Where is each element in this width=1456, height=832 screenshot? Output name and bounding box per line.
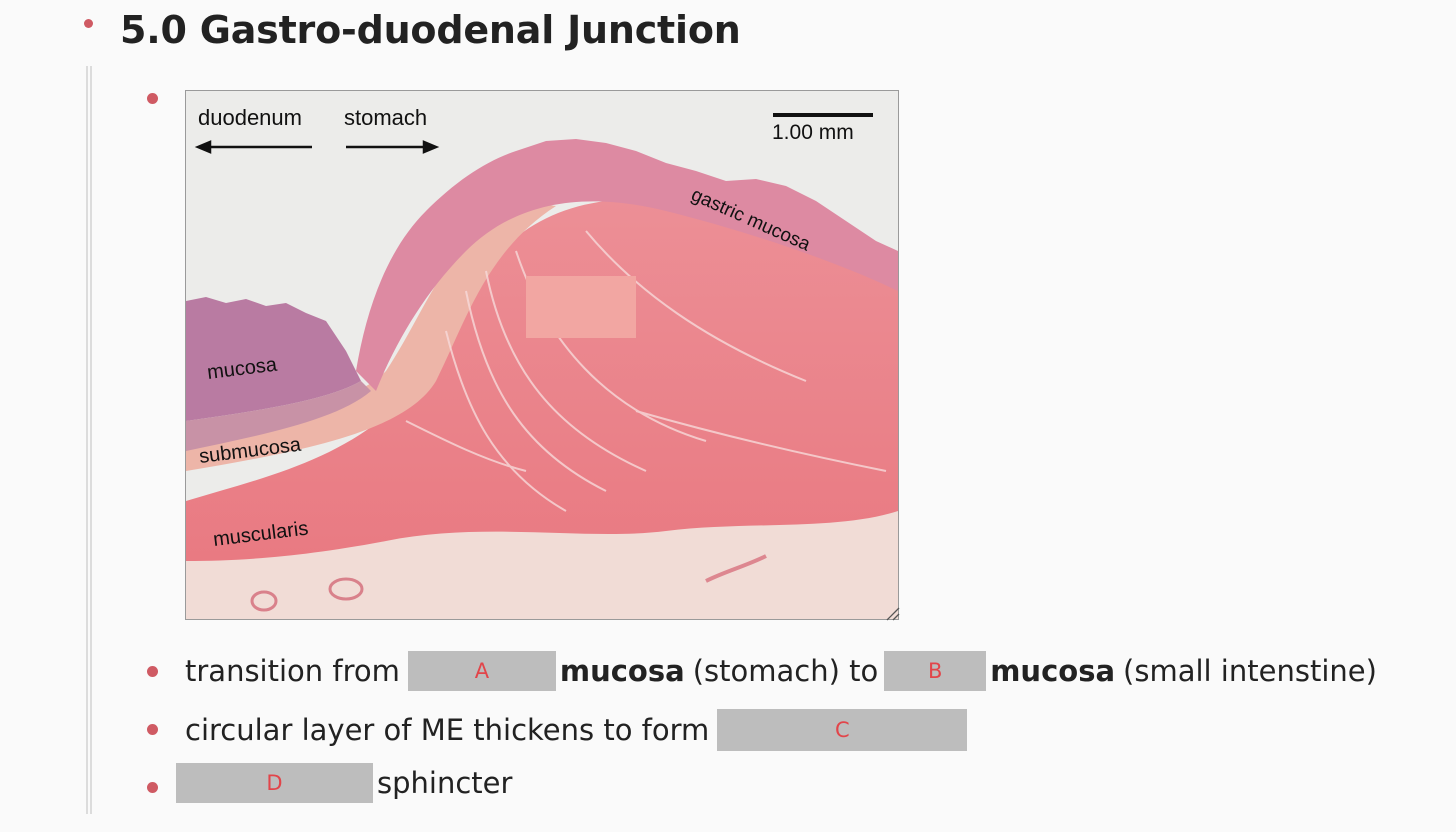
- bullet-dot: [147, 666, 158, 677]
- resize-handle-icon[interactable]: [884, 605, 900, 621]
- blank-b[interactable]: B: [884, 651, 987, 691]
- stomach-label: stomach: [344, 105, 427, 130]
- bullet-text: circular layer of ME thickens to form: [185, 713, 710, 747]
- bullet-sphincter: D sphincter: [176, 763, 512, 803]
- outline-guide-line: [86, 66, 88, 814]
- bullet-text: transition from: [185, 654, 400, 688]
- bold-term: mucosa: [990, 654, 1116, 688]
- bold-term: mucosa: [559, 654, 685, 688]
- duodenum-label: duodenum: [198, 105, 302, 130]
- bullet-circular-layer: circular layer of ME thickens to form C: [185, 709, 968, 751]
- outline-guide-line: [90, 66, 92, 814]
- bullet-text: sphincter: [377, 766, 513, 800]
- heading-bullet: [84, 19, 93, 28]
- scale-bar-label: 1.00 mm: [772, 121, 854, 144]
- histology-figure[interactable]: duodenum stomach 1.00 mm gastric mucosa …: [185, 90, 899, 620]
- bullet-dot: [147, 782, 158, 793]
- blank-c[interactable]: C: [717, 709, 968, 751]
- bullet-dot: [147, 724, 158, 735]
- bullet-text: (small intenstine): [1123, 654, 1377, 688]
- blank-d[interactable]: D: [176, 763, 373, 803]
- page-title: 5.0 Gastro-duodenal Junction: [120, 8, 741, 52]
- blank-a[interactable]: A: [407, 651, 556, 691]
- bullet-text: (stomach) to: [692, 654, 879, 688]
- bullet-dot: [147, 93, 158, 104]
- bullet-transition: transition from A mucosa (stomach) to B …: [185, 651, 1377, 691]
